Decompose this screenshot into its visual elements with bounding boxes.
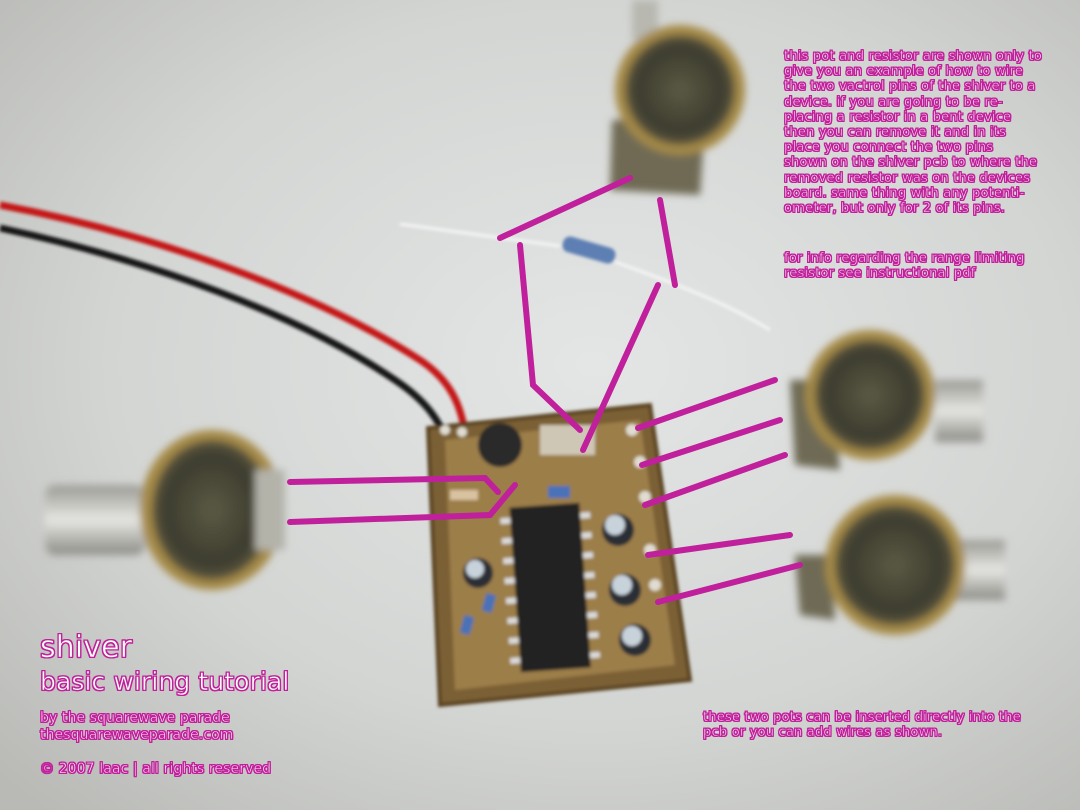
tutorial-title: shiver bbox=[40, 630, 133, 665]
pot-right-upper bbox=[790, 330, 983, 470]
pot-top bbox=[610, 0, 745, 195]
power-wires bbox=[0, 201, 470, 447]
tutorial-subtitle: basic wiring tutorial bbox=[40, 667, 290, 696]
wire-mark-6 bbox=[287, 482, 518, 525]
wire-mark-9 bbox=[642, 452, 788, 508]
shiver-pcb bbox=[425, 402, 693, 708]
wire-mark-11 bbox=[655, 562, 803, 605]
wire-mark-7 bbox=[635, 377, 778, 431]
wire-mark-8 bbox=[639, 417, 783, 468]
wire-mark-2 bbox=[517, 242, 583, 433]
wire-mark-1 bbox=[497, 175, 633, 241]
copyright-notice: © 2007 laac | all rights reserved bbox=[40, 761, 272, 778]
direct-insert-note: these two pots can be inserted directly … bbox=[703, 710, 1021, 741]
wire-mark-4 bbox=[580, 282, 661, 453]
wire-mark-3 bbox=[657, 197, 678, 288]
author-byline: by the squarewave parade thesquarewavepa… bbox=[40, 710, 234, 744]
wire-mark-10 bbox=[645, 532, 793, 558]
wiring-annotations bbox=[287, 175, 803, 605]
pot-resistor-note: this pot and resistor are shown only to … bbox=[784, 49, 1042, 217]
range-resistor bbox=[399, 222, 771, 332]
pot-left bbox=[45, 430, 285, 590]
wire-mark-5 bbox=[287, 474, 501, 495]
range-resistor-note: for info regarding the range limiting re… bbox=[784, 251, 1025, 282]
pot-right-lower bbox=[795, 495, 1005, 635]
